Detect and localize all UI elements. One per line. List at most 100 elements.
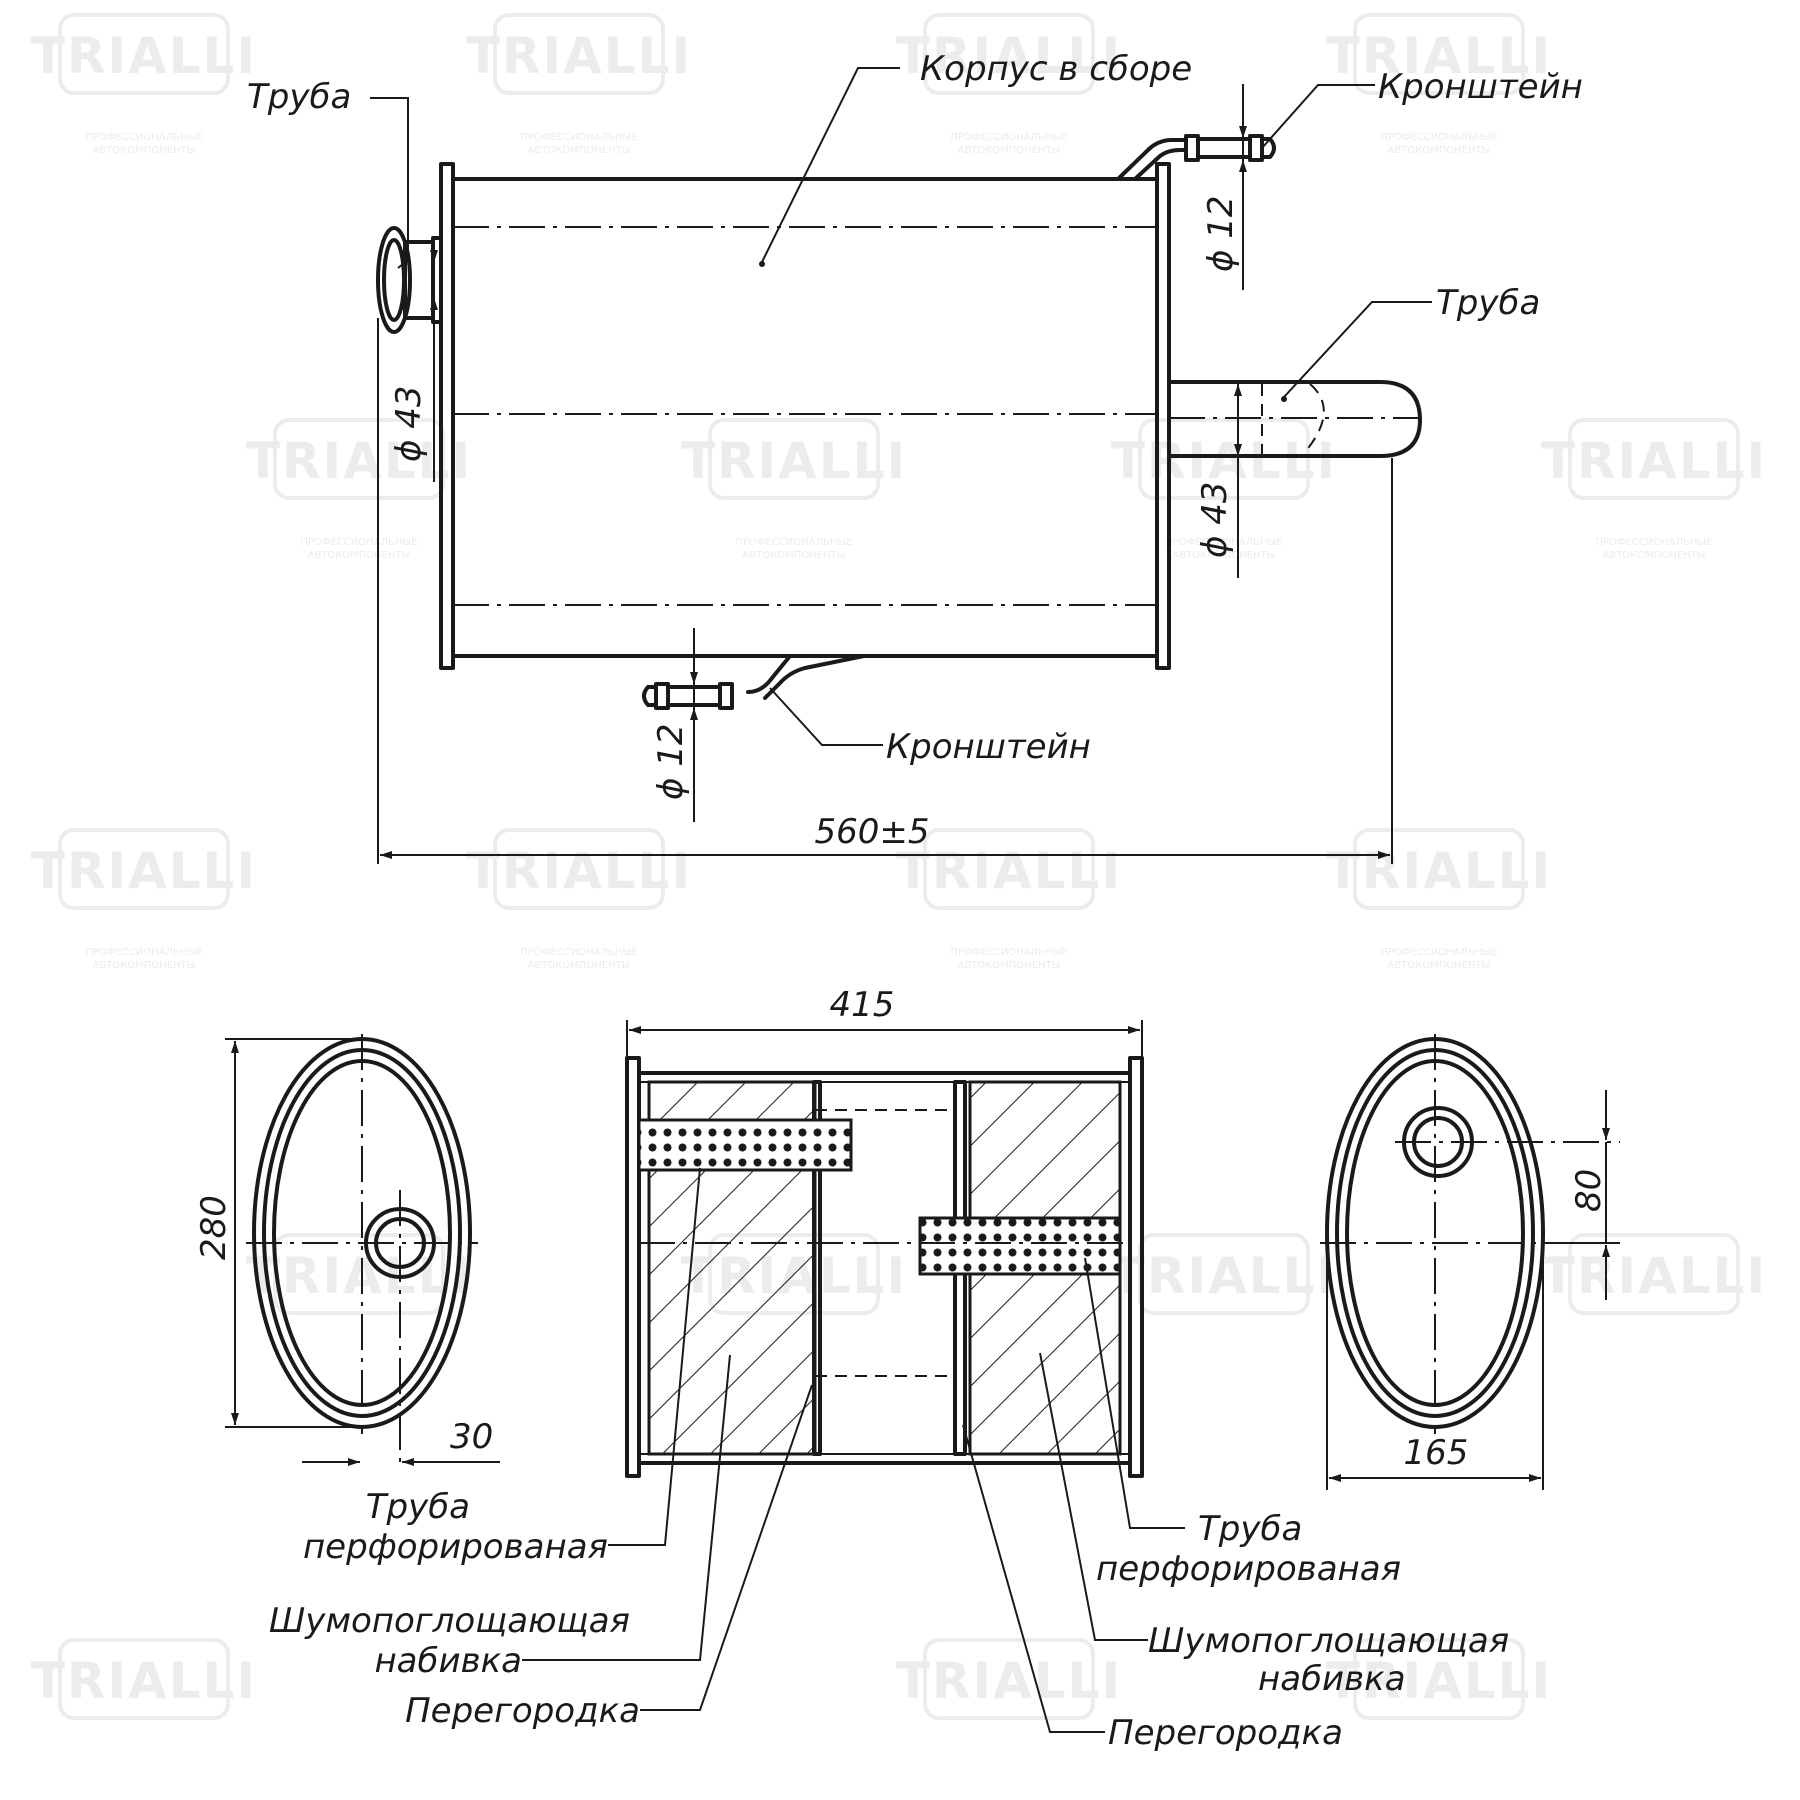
watermark-sub-2: АВТОКОМПОНЕНТЫ xyxy=(93,960,196,971)
watermark: TRIALLI ПРОФЕССИОНАЛЬНЫЕ АВТОКОМПОНЕНТЫ xyxy=(1541,418,1767,561)
watermark: TRIALLI xyxy=(896,1638,1122,1720)
leader-bracket-bottom xyxy=(769,687,883,746)
watermark-sub-2: АВТОКОМПОНЕНТЫ xyxy=(1173,550,1276,561)
label-body: Корпус в сборе xyxy=(920,49,1192,89)
body-shell xyxy=(451,177,1159,658)
watermark: TRIALLI ПРОФЕССИОНАЛЬНЫЕ АВТОКОМПОНЕНТЫ xyxy=(31,13,257,156)
watermark-brand: TRIALLI xyxy=(896,1652,1122,1710)
label-perf-pipe-left-2: перфорированая xyxy=(303,1527,608,1567)
watermark-brand: TRIALLI xyxy=(896,27,1122,85)
watermark-sub-2: АВТОКОМПОНЕНТЫ xyxy=(1388,960,1491,971)
watermark-brand: TRIALLI xyxy=(1111,432,1337,490)
leader-pipe-left xyxy=(370,97,409,269)
watermark: TRIALLI xyxy=(1111,1233,1337,1315)
watermark-sub-1: ПРОФЕССИОНАЛЬНЫЕ xyxy=(1595,537,1712,548)
label-perf-pipe-left-1: Труба xyxy=(366,1487,470,1527)
watermark-sub-2: АВТОКОМПОНЕНТЫ xyxy=(743,550,846,561)
watermark-sub-2: АВТОКОМПОНЕНТЫ xyxy=(308,550,411,561)
watermark: TRIALLI xyxy=(31,1638,257,1720)
watermark-sub-1: ПРОФЕССИОНАЛЬНЫЕ xyxy=(950,947,1067,958)
watermark-sub-1: ПРОФЕССИОНАЛЬНЫЕ xyxy=(85,132,202,143)
label-pipe-right: Труба xyxy=(1436,283,1540,323)
dim-height: 280 xyxy=(194,1195,234,1260)
watermark-sub-2: АВТОКОМПОНЕНТЫ xyxy=(528,960,631,971)
leader-baffle-left xyxy=(640,1384,813,1711)
watermark-sub-2: АВТОКОМПОНЕНТЫ xyxy=(93,145,196,156)
perf-pipe-right xyxy=(918,1216,1122,1276)
watermark-brand: TRIALLI xyxy=(1326,1652,1552,1710)
watermark-brand: TRIALLI xyxy=(466,27,692,85)
label-perf-pipe-right-2: перфорированая xyxy=(1096,1549,1401,1589)
watermark: TRIALLI ПРОФЕССИОНАЛЬНЫЕ АВТОКОМПОНЕНТЫ xyxy=(31,828,257,971)
top-view: Труба Корпус в сборе Кронштейн Труба Кро… xyxy=(247,49,1583,864)
watermark: TRIALLI ПРОФЕССИОНАЛЬНЫЕ АВТОКОМПОНЕНТЫ xyxy=(1326,13,1552,156)
label-packing-right-2: набивка xyxy=(1258,1659,1406,1699)
leader-perf-pipe-right xyxy=(1084,1257,1185,1529)
section-shell xyxy=(637,1071,1132,1465)
watermark-sub-2: АВТОКОМПОНЕНТЫ xyxy=(1388,145,1491,156)
watermark: TRIALLI ПРОФЕССИОНАЛЬНЫЕ АВТОКОМПОНЕНТЫ xyxy=(466,13,692,156)
leader-body xyxy=(761,67,900,263)
watermark-brand: TRIALLI xyxy=(1111,1247,1337,1305)
watermark-brand: TRIALLI xyxy=(1541,432,1767,490)
watermark-brand: TRIALLI xyxy=(466,842,692,900)
watermark-sub-1: ПРОФЕССИОНАЛЬНЫЕ xyxy=(1380,132,1497,143)
watermark-sub-2: АВТОКОМПОНЕНТЫ xyxy=(528,145,631,156)
label-pipe-left: Труба xyxy=(247,77,351,117)
dim-bracket-top-dia: ϕ 12 xyxy=(1201,196,1241,273)
label-packing-left-2: набивка xyxy=(374,1641,522,1681)
watermark: TRIALLI ПРОФЕССИОНАЛЬНЫЕ АВТОКОМПОНЕНТЫ xyxy=(246,418,472,561)
watermark-sub-1: ПРОФЕССИОНАЛЬНЫЕ xyxy=(520,132,637,143)
watermark: TRIALLI ПРОФЕССИОНАЛЬНЫЕ АВТОКОМПОНЕНТЫ xyxy=(896,828,1122,971)
watermark: TRIALLI xyxy=(1326,1638,1552,1720)
label-baffle-left: Перегородка xyxy=(405,1691,640,1731)
watermark: TRIALLI ПРОФЕССИОНАЛЬНЫЕ АВТОКОМПОНЕНТЫ xyxy=(1326,828,1552,971)
watermark-sub-1: ПРОФЕССИОНАЛЬНЫЕ xyxy=(1165,537,1282,548)
watermark-brand: TRIALLI xyxy=(896,842,1122,900)
label-bracket-bottom: Кронштейн xyxy=(886,727,1091,767)
leader-baffle-right xyxy=(962,1424,1105,1733)
watermark: TRIALLI ПРОФЕССИОНАЛЬНЫЕ АВТОКОМПОНЕНТЫ xyxy=(681,418,907,561)
watermark-sub-1: ПРОФЕССИОНАЛЬНЫЕ xyxy=(950,132,1067,143)
end-view-left: 280 30 xyxy=(194,1034,500,1470)
dim-body-length: 415 xyxy=(830,985,895,1025)
watermark: TRIALLI ПРОФЕССИОНАЛЬНЫЕ АВТОКОМПОНЕНТЫ xyxy=(896,13,1122,156)
watermark-sub-1: ПРОФЕССИОНАЛЬНЫЕ xyxy=(85,947,202,958)
watermark-brand: TRIALLI xyxy=(31,1652,257,1710)
watermark-brand: TRIALLI xyxy=(681,432,907,490)
section-view: 415 Труба перфорированая Шумопоглощающая… xyxy=(269,985,1509,1753)
dim-inlet-dia: ϕ 43 xyxy=(389,386,429,463)
watermark: TRIALLI ПРОФЕССИОНАЛЬНЫЕ АВТОКОМПОНЕНТЫ xyxy=(1111,418,1337,561)
watermark-brand: TRIALLI xyxy=(31,842,257,900)
end-view-right: 80 165 xyxy=(1320,1034,1620,1490)
outlet-pipe xyxy=(1167,380,1422,458)
label-baffle-right: Перегородка xyxy=(1108,1713,1343,1753)
label-packing-left-1: Шумопоглощающая xyxy=(269,1601,630,1641)
leader-pipe-right xyxy=(1283,301,1432,398)
dim-offset-30: 30 xyxy=(450,1417,493,1457)
dim-outlet-dia: ϕ 43 xyxy=(1195,482,1235,559)
watermark-sub-2: АВТОКОМПОНЕНТЫ xyxy=(958,960,1061,971)
baffle-left xyxy=(812,1080,822,1456)
watermark: TRIALLI xyxy=(1541,1233,1767,1315)
watermark-sub-2: АВТОКОМПОНЕНТЫ xyxy=(1603,550,1706,561)
dim-overall-length: 560±5 xyxy=(814,812,929,852)
label-perf-pipe-right-1: Труба xyxy=(1198,1509,1302,1549)
watermark-sub-1: ПРОФЕССИОНАЛЬНЫЕ xyxy=(735,537,852,548)
leader-packing-right xyxy=(1039,1352,1148,1641)
watermark-brand: TRIALLI xyxy=(31,27,257,85)
watermark-sub-1: ПРОФЕССИОНАЛЬНЫЕ xyxy=(1380,947,1497,958)
watermark-layer: TRIALLI ПРОФЕССИОНАЛЬНЫЕ АВТОКОМПОНЕНТЫ … xyxy=(31,13,1767,1720)
dim-bracket-bottom-dia: ϕ 12 xyxy=(651,724,691,801)
watermark-brand: TRIALLI xyxy=(1326,842,1552,900)
leader-packing-left xyxy=(522,1354,731,1661)
watermark-brand: TRIALLI xyxy=(246,432,472,490)
leader-perf-pipe-left xyxy=(608,1167,701,1546)
label-bracket-top: Кронштейн xyxy=(1378,67,1583,107)
watermark: TRIALLI ПРОФЕССИОНАЛЬНЫЕ АВТОКОМПОНЕНТЫ xyxy=(466,828,692,971)
watermark-sub-1: ПРОФЕССИОНАЛЬНЫЕ xyxy=(520,947,637,958)
watermark-brand: TRIALLI xyxy=(1326,27,1552,85)
dim-offset-80: 80 xyxy=(1569,1169,1609,1212)
watermark-brand: TRIALLI xyxy=(1541,1247,1767,1305)
